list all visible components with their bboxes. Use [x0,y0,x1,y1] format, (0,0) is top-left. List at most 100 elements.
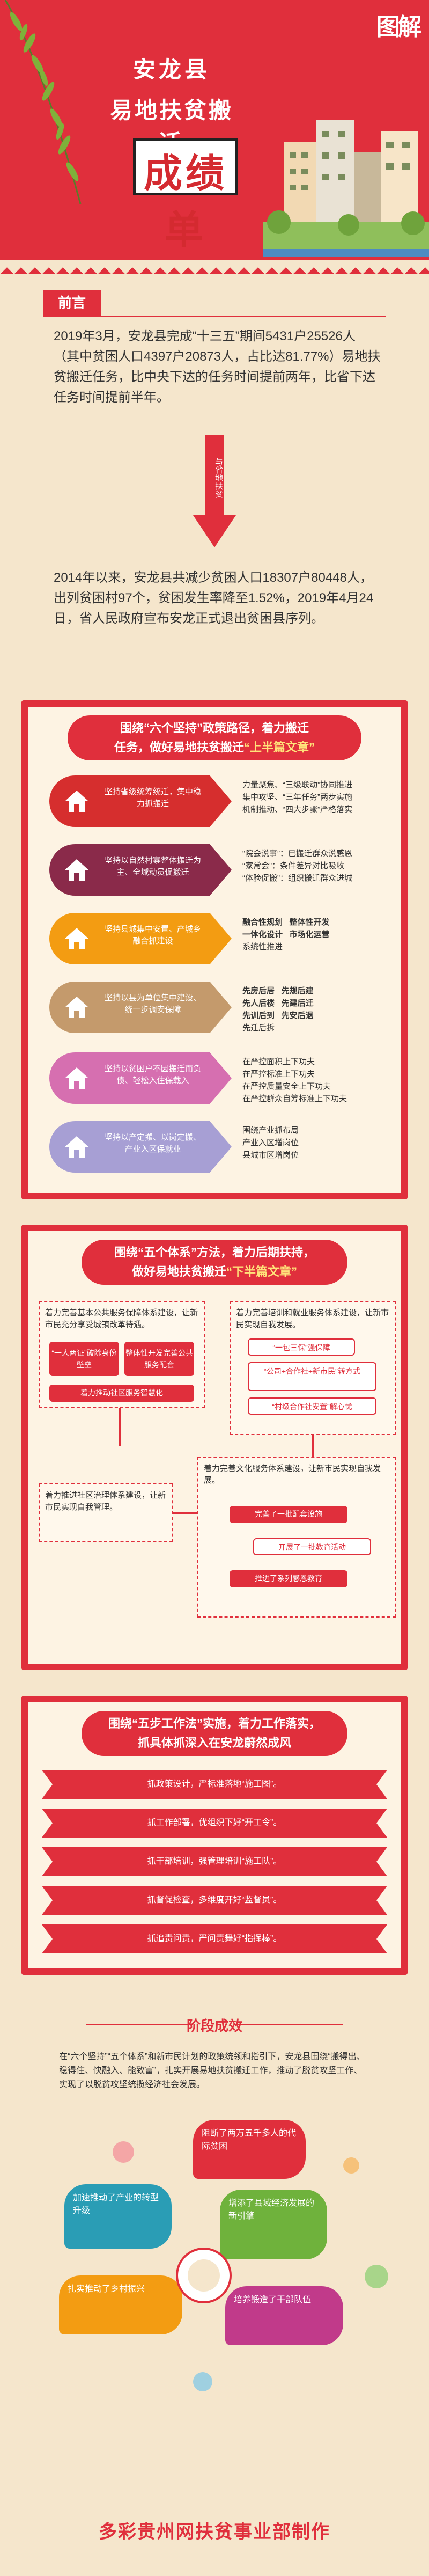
header-badge: 图解 [376,13,421,41]
work-step-banner: 抓政策设计，严标准落地“施工图”。 [42,1770,387,1799]
list-item: 在严控标准上下功夫 [242,1070,315,1079]
persist-row-2-tab: 坚持以自然村寨整体搬迁为主、全域动员促搬迁 [49,844,232,896]
header-title-county: 安龙县 [132,57,210,82]
header-banner: 图解 安龙县 易地扶贫搬迁 成绩单 [0,0,429,274]
house-icon [65,1136,88,1158]
achievements-paragraph: 在“六个坚持”“五个体系”和新市民计划的政策统领和指引下，安龙县围绕“搬得出、稳… [59,2052,365,2089]
section-six-persist-heading: 围绕“六个坚持”政策路径，着力搬迁 任务，做好易地扶贫搬迁“上半篇文章” [68,715,361,760]
preface-tag: 前言 [43,290,101,316]
list-item: 一体化设计 市场化运营 [242,930,330,939]
section-five-system-panel: 围绕“五个体系”方法，着力后期扶持， 做好易地扶贫搬迁“下半篇文章” 着力完善基… [21,1225,408,1670]
list-item: 集中攻坚、“三年任务”两步实施 [242,793,352,802]
employment-pill-3: “村级合作社安置”解心忧 [248,1397,376,1415]
employment-pill-1: “一包三保”强保障 [248,1338,355,1356]
culture-box: 着力完善文化服务体系建设，让新市民实现自我发展。 [197,1457,396,1618]
culture-text: 着力完善文化服务体系建设，让新市民实现自我发展。 [204,1464,381,1485]
down-arrow: 与省地扶贫 [193,435,236,547]
preface-paragraph-2: 2014年以来，安龙县共减少贫困人口18307户80448人，出列贫困村97个，… [54,570,374,626]
achievements-title: 阶段成效 [186,2018,242,2034]
achievement-bubble-2: 加速推动了产业的转型升级 [64,2184,172,2249]
culture-pill-2: 开展了一批教育活动 [253,1538,371,1555]
achievement-deco-dot [193,2372,212,2391]
list-item: 机制推动、“四大步骤”严格落实 [242,805,352,814]
persist-row-6-text: 坚持以产定搬、以岗定搬、产业入区保就业 [104,1133,201,1154]
header-title-main: 成绩单 [143,150,227,252]
persist-row-5-list: 在严控面积上下功夫 在严控标准上下功夫 在严控质量安全上下功夫 在严控群众自筹标… [242,1056,398,1105]
achievements-divider-left [86,2024,193,2025]
section-six-persist-heading-line2: 任务，做好易地扶贫搬迁“上半篇文章” [114,741,315,754]
list-item: “体验促搬”：组织搬迁群众进城 [242,874,352,883]
persist-row-6-tab: 坚持以产定搬、以岗定搬、产业入区保就业 [49,1121,232,1173]
city-buildings-illustration [263,120,429,257]
list-item: 先人后楼 先建后迁 [242,999,314,1008]
persist-row-4: 坚持以县为单位集中建设、统一步调安保障 先房后居 先规后建 先人后楼 先建后迁 … [49,982,393,1041]
list-item: 产业入区增岗位 [242,1138,299,1147]
achievement-center-circle [176,2248,232,2303]
persist-row-3-text: 坚持县城集中安置、产城乡融合抓建设 [104,925,201,946]
section-five-step-heading: 围绕“五步工作法”实施，着力工作落实， 抓具体抓深入在安龙蔚然成风 [82,1711,347,1756]
house-icon [65,928,88,949]
list-item: “家常会”：条件差异对比吸收 [242,861,344,870]
section-five-step-heading-line2: 抓具体抓深入在安龙蔚然成风 [137,1736,291,1750]
list-item: 先训后到 先安后退 [242,1011,314,1020]
governance-box: 着力推进社区治理体系建设，让新市民实现自我管理。 [39,1483,173,1542]
public-service-pill-2: 整体性开发完善公共服务配套 [124,1342,194,1376]
down-arrow-text: 与省地扶贫 [205,435,224,515]
section-five-system-heading: 围绕“五个体系”方法，着力后期扶持， 做好易地扶贫搬迁“下半篇文章” [82,1240,347,1285]
public-service-pill-1: “一人两证”破除身份壁垒 [49,1342,119,1376]
achievement-deco-dot [113,2141,134,2163]
persist-row-3-tab: 坚持县城集中安置、产城乡融合抓建设 [49,913,232,964]
section-five-step-heading-line1: 围绕“五步工作法”实施，着力工作落实， [108,1717,321,1730]
work-step-banner: 抓工作部署，优组织下好“开工令”。 [42,1809,387,1838]
house-icon [65,1067,88,1089]
house-icon [65,997,88,1018]
persist-row-3: 坚持县城集中安置、产城乡融合抓建设 融合性规划 整体性开发 一体化设计 市场化运… [49,913,393,964]
employment-text: 着力完善培训和就业服务体系建设，让新市民实现自我发展。 [236,1308,389,1329]
list-item: 在严控面积上下功夫 [242,1057,315,1066]
work-step-banner: 抓督促检查，多维度开好“监督员”。 [42,1886,387,1915]
work-step-banner: 抓追责问责，严问责舞好“指挥棒”。 [42,1924,387,1953]
section-five-system-heading-line1: 围绕“五个体系”方法，着力后期扶持， [114,1246,315,1259]
achievements-divider-right [236,2024,343,2025]
achievement-bubble-4: 扎实推动了乡村振兴 [59,2275,182,2334]
connector-line [312,1435,314,1457]
list-item: 先房后居 先规后建 [242,986,314,996]
persist-row-1-list: 力量聚焦、“三级联动”协同推进 集中攻坚、“三年任务”两步实施 机制推动、“四大… [242,779,398,816]
connector-line [173,1512,197,1514]
list-item: 融合性规划 整体性开发 [242,918,330,927]
list-item: “院会说事”：已搬迁群众说感恩 [242,849,352,858]
section-five-system-heading-line2: 做好易地扶贫搬迁“下半篇文章” [131,1265,298,1278]
header-sawtooth-edge [0,260,429,274]
persist-row-5-tab: 坚持以贫困户不因搬迁而负债、轻松入住保载入 [49,1052,232,1104]
preface-divider [43,316,386,317]
connector-line [119,1408,121,1446]
persist-row-4-text: 坚持以县为单位集中建设、统一步调安保障 [104,993,201,1014]
persist-row-2: 坚持以自然村寨整体搬迁为主、全域动员促搬迁 “院会说事”：已搬迁群众说感恩 “家… [49,844,393,896]
list-item: 先迁后拆 [242,1023,275,1033]
preface-paragraph-1: 2019年3月，安龙县完成“十三五”期间5431户25526人（其中贫困人口43… [54,329,381,405]
list-item: 在严控质量安全上下功夫 [242,1082,331,1091]
achievement-deco-dot [343,2157,359,2174]
persist-row-2-list: “院会说事”：已搬迁群众说感恩 “家常会”：条件差异对比吸收 “体验促搬”：组织… [242,847,398,884]
persist-row-6: 坚持以产定搬、以岗定搬、产业入区保就业 围绕产业抓布局 产业入区增岗位 县城市区… [49,1121,393,1173]
list-item: 在严控群众自筹标准上下功夫 [242,1094,347,1103]
footer-credit: 多彩贵州网扶贫事业部制作 [99,2522,330,2542]
persist-row-6-list: 围绕产业抓布局 产业入区增岗位 县城市区增岗位 [242,1124,398,1161]
persist-row-5: 坚持以贫困户不因搬迁而负债、轻松入住保载入 在严控面积上下功夫 在严控标准上下功… [49,1052,393,1104]
house-icon [65,859,88,881]
public-service-bottom-pill: 着力推动社区服务智慧化 [49,1385,194,1402]
list-item: 系统性推进 [242,942,283,952]
header-title-box [133,138,242,199]
persist-row-3-list: 融合性规划 整体性开发 一体化设计 市场化运营 系统性推进 [242,916,398,953]
list-item: 力量聚焦、“三级联动”协同推进 [242,780,352,789]
house-icon [65,791,88,812]
achievement-bubble-5: 培养锻造了干部队伍 [225,2286,343,2345]
culture-pill-3: 推进了系列感恩教育 [230,1570,347,1587]
persist-row-1-text: 坚持省级统筹统迁，集中稳力抓搬迁 [104,787,201,808]
achievement-bubble-3: 增添了县域经济发展的新引擎 [220,2190,327,2259]
governance-text: 着力推进社区治理体系建设，让新市民实现自我管理。 [45,1491,166,1512]
persist-row-4-tab: 坚持以县为单位集中建设、统一步调安保障 [49,982,232,1033]
willow-branch-illustration [4,0,82,204]
employment-pill-2: “公司+合作社+新市民”转方式 [248,1362,376,1391]
culture-pill-1: 完善了一批配套设施 [230,1506,347,1523]
